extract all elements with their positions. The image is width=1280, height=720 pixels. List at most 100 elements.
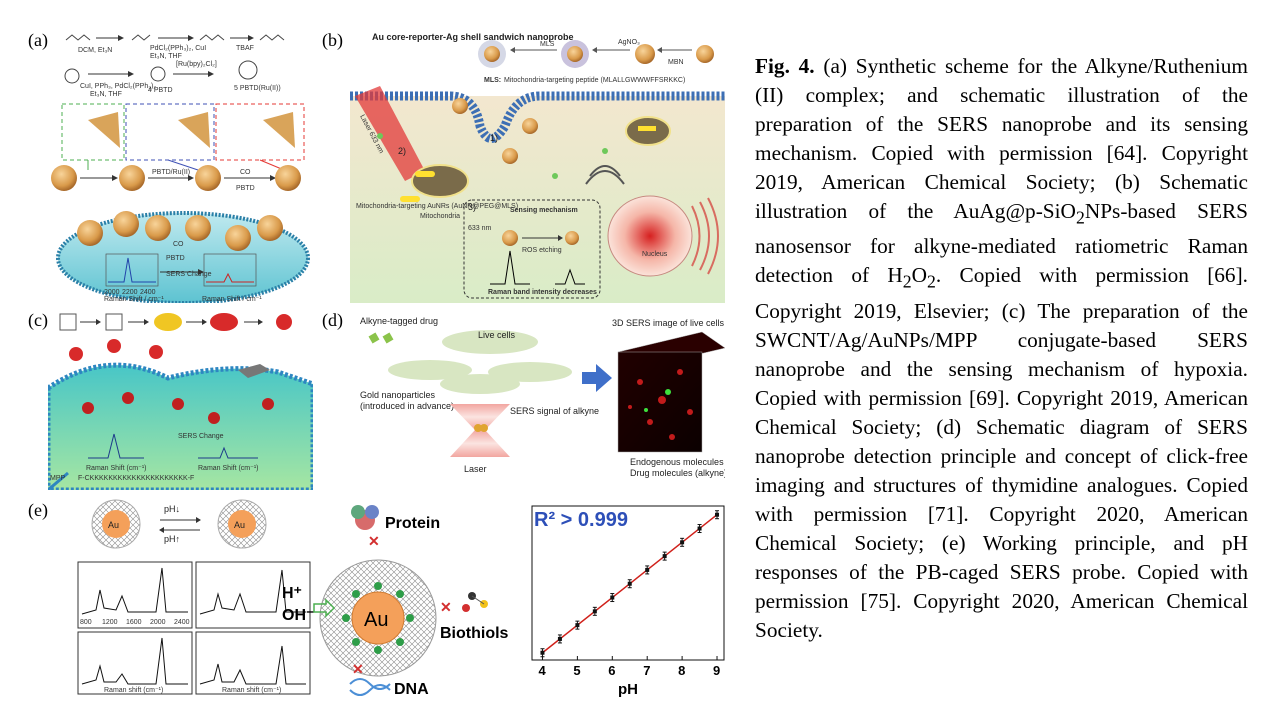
chart-frame (531, 505, 725, 661)
panel-d-svg: Alkyne-tagged drug Live cells Gold nanop… (360, 316, 725, 478)
b-title: Au core-reporter-Ag shell sandwich nanop… (372, 32, 574, 42)
e-protein-blocked-icon: ✕ (368, 533, 380, 549)
panel-c-svg: SERS Change Raman Shift (cm⁻¹) Raman Shi… (48, 313, 313, 490)
reagent-2: PdCl₂(PPh₃)₂, CuI (150, 45, 206, 52)
mitochondrion (411, 164, 469, 198)
d-gold-np-sub: (introduced in advance) (360, 401, 454, 411)
figure-caption: Fig. 4. (a) Synthetic scheme for the Alk… (755, 52, 1248, 645)
laser-beam (355, 86, 425, 181)
data-point (715, 512, 720, 517)
b-mls-peptide: Mitochondria-targeting peptide (MLALLGWW… (504, 77, 685, 84)
d-sers-signal: SERS signal of alkyne (510, 406, 599, 416)
d-drug-molecules: Drug molecules (alkyne) (630, 468, 725, 478)
c-conjugate (276, 314, 292, 330)
panel-e-middle-svg: Protein ✕ Au H⁺ OH⁻ ✕ Biothiols ✕ DNA (282, 505, 509, 698)
panel-label-d: (d) (322, 310, 343, 330)
e-left-au-1: Au (108, 520, 119, 530)
e-ph-up: pH↑ (164, 534, 180, 544)
caption-sub-3: 2 (927, 271, 936, 292)
e-biothiols: Biothiols (440, 625, 509, 642)
b-step-1: 1) (490, 133, 498, 143)
data-point (662, 554, 667, 559)
reagent-9: 5 PBTD(Ru(II)) (234, 85, 281, 92)
red-box (215, 103, 305, 161)
x-tick-label: 9 (713, 663, 720, 678)
cell-label-pbtd: PBTD (166, 255, 185, 262)
caption-text-4: . Copied with permission [66]. Copyright… (755, 263, 1248, 642)
x-tick-label: 7 (643, 663, 650, 678)
panel-d-figure: Alkyne-tagged drug Live cells Gold nanop… (350, 312, 725, 480)
reagent-4: TBAF (236, 45, 254, 52)
reagent-3: Et₃N, THF (150, 53, 182, 60)
caption-sub-1: 2 (1075, 207, 1085, 228)
e-protein: Protein (385, 515, 440, 532)
e-tick-2000: 2000 (150, 619, 166, 626)
panel-b-figure: Au core-reporter-Ag shell sandwich nanop… (350, 26, 725, 303)
e-au-label: Au (364, 609, 388, 631)
c-mpp-label: MPP (50, 475, 66, 482)
a-axis-label-2: Raman Shift / cm⁻¹ (202, 296, 262, 303)
panel-e-left: Au Au pH↓ pH↑ 800 1200 1600 2000 2400 Ra… (76, 498, 314, 698)
e-spectra-grid: 800 1200 1600 2000 2400 Raman shift (cm⁻… (77, 561, 311, 695)
panel-label-b: (b) (322, 30, 343, 50)
d-endogenous: Endogenous molecules (630, 457, 724, 467)
step-label-1: PBTD/Ru(II) (152, 169, 190, 176)
e-dna-blocked-icon: ✕ (352, 661, 364, 677)
d-live-cells: Live cells (478, 330, 516, 340)
panel-label-e: (e) (28, 500, 48, 520)
a-tick-2400: 2400 (140, 289, 156, 296)
reagent-1: DCM, Et₃N (78, 47, 112, 54)
c-axis-2: Raman Shift (cm⁻¹) (198, 465, 258, 472)
x-tick-label: 5 (573, 663, 580, 678)
panel-a-figure: DCM, Et₃N PdCl₂(PPh₃)₂, CuI Et₃N, THF TB… (48, 28, 313, 303)
caption-fig-label: Fig. 4. (755, 54, 815, 78)
c-peptide: F-CKKKKKKKKKKKKKKKKKKKKK-F (78, 475, 194, 482)
chart-title: R² > 0.999 (534, 509, 628, 531)
e-left-au-2: Au (234, 520, 245, 530)
e-tick-800: 800 (80, 619, 92, 626)
green-box (61, 103, 125, 161)
protein-icon (351, 505, 379, 530)
a-tick-2000: 2000 (104, 289, 120, 296)
np-wedge-1 (88, 112, 120, 148)
reagent-5: CuI, PPh₃, PdCl₂(PPh₃)₂ (80, 83, 156, 90)
b-nucleus-label: Nucleus (642, 251, 668, 258)
d-laser: Laser (464, 464, 487, 474)
e-biothiol-blocked-icon: ✕ (440, 599, 452, 615)
data-point (540, 650, 545, 655)
e-oh-minus: OH⁻ (282, 607, 314, 624)
caption-sub-2: 2 (902, 271, 912, 292)
b-raman-decrease: Raman band intensity decreases (488, 289, 597, 296)
dna-icon (349, 678, 391, 696)
e-h-plus: H⁺ (282, 585, 302, 602)
nanoparticle-4 (275, 165, 301, 191)
data-point (697, 526, 702, 531)
e-xlabel-1: Raman shift (cm⁻¹) (104, 687, 163, 694)
synthesis-scheme-row-1: DCM, Et₃N PdCl₂(PPh₃)₂, CuI Et₃N, THF TB… (65, 34, 285, 60)
d-arrow (582, 364, 612, 392)
x-tick-label: 4 (538, 663, 546, 678)
panel-e-middle: Protein ✕ Au H⁺ OH⁻ ✕ Biothiols ✕ DNA (280, 500, 520, 700)
cell-label-sers-change: SERS Change (166, 271, 212, 278)
panel-label-a: (a) (28, 30, 48, 50)
c-axis-1: Raman Shift (cm⁻¹) (86, 465, 146, 472)
e-tick-1200: 1200 (102, 619, 118, 626)
b-sensing-title: Sensing mechanism (510, 207, 578, 214)
nucleus (607, 195, 693, 277)
b-633-label: 633 nm (468, 225, 492, 232)
caption-text-1: (a) Synthetic scheme for the Alkyne/Ruth… (755, 54, 1248, 223)
data-point (610, 595, 615, 600)
c-au-nps (210, 313, 238, 331)
c-hypoxia-icon (238, 364, 270, 378)
a-tick-2200: 2200 (122, 289, 138, 296)
b-top-agno3: AgNO₃ (618, 39, 640, 46)
e-tick-2400: 2400 (174, 619, 190, 626)
d-laser-lower (450, 430, 510, 457)
x-tick-label: 6 (608, 663, 615, 678)
c-sers-change: SERS Change (178, 433, 224, 440)
panel-a-svg: DCM, Et₃N PdCl₂(PPh₃)₂, CuI Et₃N, THF TB… (51, 34, 310, 303)
synthesis-scheme-row-2: CuI, PPh₃, PdCl₂(PPh₃)₂ Et₃N, THF [Ru(bp… (64, 60, 281, 98)
panel-c-figure: SERS Change Raman Shift (cm⁻¹) Raman Shi… (48, 308, 313, 490)
